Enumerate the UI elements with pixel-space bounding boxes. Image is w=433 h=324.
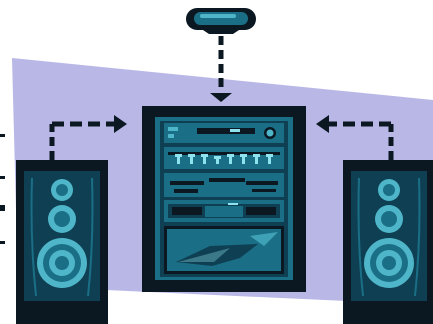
right-speaker-icon [343, 160, 433, 324]
left-speaker-icon [16, 160, 108, 324]
signal-arrow-left-speaker [49, 115, 127, 160]
edge-marks [0, 134, 5, 244]
cassette-deck-unit [164, 200, 284, 222]
signal-arrow-right-speaker [316, 115, 394, 160]
tuner-unit [164, 123, 284, 143]
equalizer-unit [164, 147, 284, 169]
turntable-unit [164, 226, 284, 274]
amplifier-unit [164, 173, 284, 197]
signal-arrow-down [210, 36, 232, 102]
remote-sensor-icon [186, 8, 256, 34]
stereo-rack-icon [142, 106, 306, 292]
